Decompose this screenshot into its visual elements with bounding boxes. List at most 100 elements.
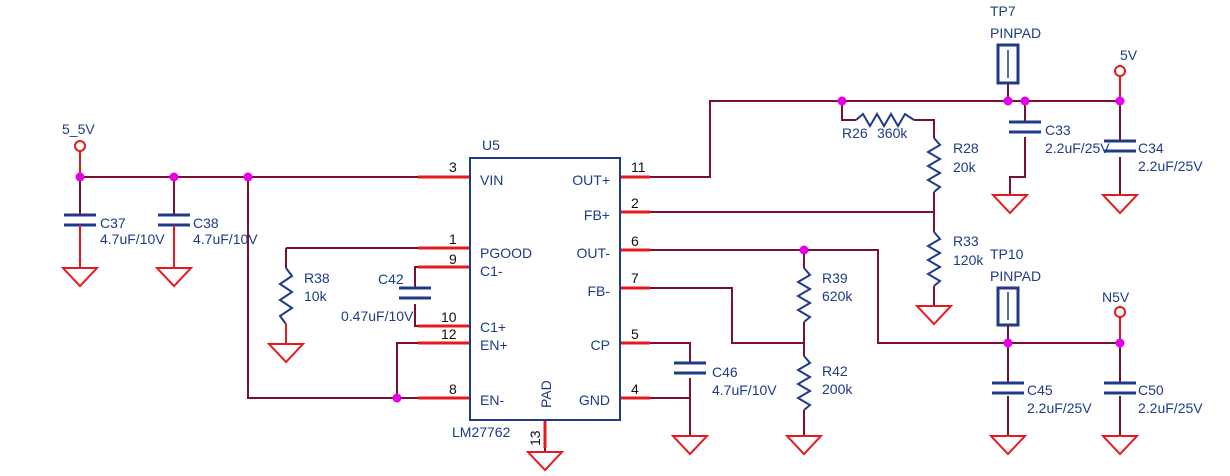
ground-c37 — [60, 225, 100, 288]
c46-value: 4.7uF/10V — [712, 382, 777, 398]
pin-num-c1m: 9 — [449, 251, 457, 267]
c45-ref: C45 — [1027, 382, 1053, 398]
tp7-ref: TP7 — [990, 3, 1016, 19]
ground-pad — [525, 451, 565, 472]
r28-value: 20k — [953, 159, 977, 175]
wire-en-minus-tie — [247, 177, 418, 399]
pin-name-c1p: C1+ — [480, 319, 506, 335]
r33-value: 120k — [953, 252, 984, 268]
pin-name-outm: OUT- — [577, 245, 611, 261]
tp7-type: PINPAD — [990, 25, 1041, 41]
r42-value: 200k — [822, 381, 853, 397]
junction — [1115, 338, 1125, 348]
ground-r33 — [914, 305, 954, 326]
power-5v — [1114, 65, 1126, 101]
pin-num-c1p: 10 — [441, 309, 457, 325]
r38-value: 10k — [304, 288, 328, 304]
capacitor-c37 — [64, 213, 96, 227]
tp10-pad — [996, 286, 1020, 327]
capacitor-c33 — [1009, 120, 1041, 134]
r39-value: 620k — [822, 288, 853, 304]
junction — [243, 172, 253, 182]
pin-name-enm: EN- — [480, 392, 504, 408]
junction — [392, 393, 402, 403]
net-label-5v: 5V — [1120, 47, 1138, 63]
c37-value: 4.7uF/10V — [100, 231, 165, 247]
pin-name-c1m: C1- — [480, 263, 503, 279]
net-label-5-5v: 5_5V — [62, 121, 95, 137]
r26-value: 360k — [877, 125, 908, 141]
wire-r26-left — [841, 101, 856, 121]
r42-ref: R42 — [822, 363, 848, 379]
capacitor-c46 — [674, 361, 706, 375]
wire-r26-right — [914, 119, 935, 138]
c45-value: 2.2uF/25V — [1027, 400, 1092, 416]
capacitor-c45 — [992, 381, 1024, 395]
r26-ref: R26 — [842, 125, 868, 141]
ic-ref: U5 — [482, 137, 500, 153]
ic-body — [469, 157, 621, 421]
pin-name-fbm: FB- — [587, 283, 610, 299]
resistor-r33 — [926, 231, 942, 287]
pin-num-vin: 3 — [449, 159, 457, 175]
c46-ref: C46 — [712, 364, 738, 380]
pin-name-cp: CP — [591, 337, 610, 353]
c42-value: 0.47uF/10V — [341, 308, 414, 324]
capacitor-c34 — [1104, 139, 1136, 153]
c33-ref: C33 — [1045, 122, 1071, 138]
wire-out-minus — [650, 249, 1120, 344]
tp10-type: PINPAD — [990, 268, 1041, 284]
pin-num-gnd: 4 — [631, 381, 639, 397]
ground-c34 — [1100, 194, 1140, 215]
ground-ic — [670, 435, 710, 456]
pin-num-outm: 6 — [631, 233, 639, 249]
ground-r42 — [784, 435, 824, 456]
c34-value: 2.2uF/25V — [1138, 158, 1203, 174]
ic-pin-stubs — [418, 175, 650, 448]
c34-ref: C34 — [1138, 140, 1164, 156]
junction — [1003, 338, 1013, 348]
wire-c42 — [414, 266, 418, 327]
ground-c50 — [1100, 435, 1140, 456]
tp10-ref: TP10 — [990, 246, 1024, 262]
junction — [799, 245, 809, 255]
wire-cp — [650, 342, 691, 362]
resistor-r39 — [796, 267, 812, 323]
pin-name-enp: EN+ — [480, 337, 508, 353]
pin-num-fbm: 7 — [631, 270, 639, 286]
r33-ref: R33 — [953, 233, 979, 249]
wire-fbm — [650, 287, 804, 344]
c50-value: 2.2uF/25V — [1138, 400, 1203, 416]
ground-c45 — [988, 435, 1028, 456]
r28-ref: R28 — [953, 140, 979, 156]
pin-name-vin: VIN — [480, 172, 503, 188]
r39-ref: R39 — [822, 270, 848, 286]
resistor-r38 — [278, 267, 294, 325]
wire-en-plus-tie — [396, 342, 418, 398]
power-5-5v — [74, 140, 86, 177]
power-n5v — [1114, 306, 1126, 343]
ic-part: LM27762 — [452, 424, 511, 440]
capacitors — [64, 120, 1136, 395]
pin-num-pad: 13 — [527, 430, 543, 446]
capacitor-c42 — [399, 286, 431, 300]
junction — [169, 172, 179, 182]
wire-c33-bottom — [1009, 137, 1026, 195]
capacitor-c50 — [1104, 381, 1136, 395]
ground-symbols — [60, 194, 1140, 472]
c38-ref: C38 — [193, 215, 219, 231]
resistor-r28 — [926, 137, 942, 193]
pin-num-pgood: 1 — [449, 231, 457, 247]
c42-ref: C42 — [378, 271, 404, 287]
junction — [1115, 96, 1125, 106]
junctions — [75, 96, 1125, 403]
tp7-pad — [996, 43, 1020, 85]
c38-value: 4.7uF/10V — [193, 231, 258, 247]
pin-num-fbp: 2 — [631, 195, 639, 211]
ic-u5: U5 LM27762 VIN PGOOD C1- C1+ EN+ EN- OUT… — [441, 137, 646, 446]
pin-num-enp: 12 — [441, 326, 457, 342]
resistor-r42 — [796, 355, 812, 411]
junction — [75, 172, 85, 182]
pin-name-pad: PAD — [538, 380, 554, 408]
